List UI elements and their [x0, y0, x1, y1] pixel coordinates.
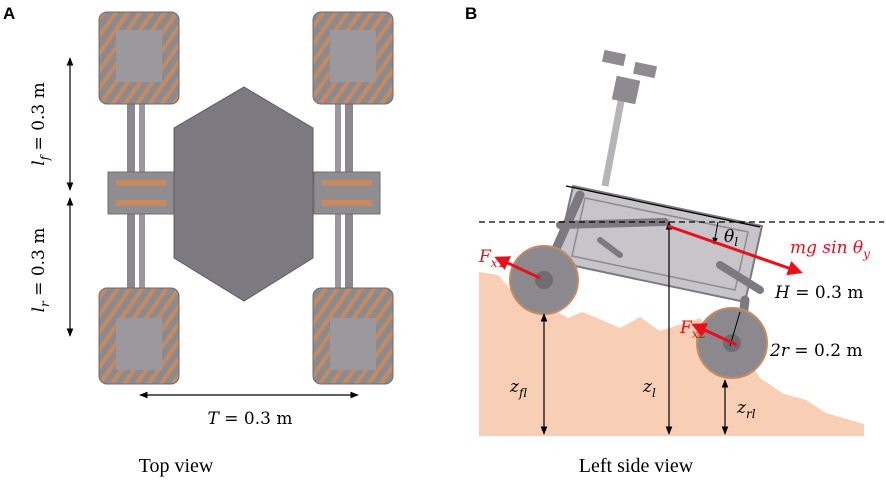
panel-b-letter: B: [465, 4, 477, 23]
theta-arrow: [712, 221, 719, 245]
track-label: T = 0.3 m: [208, 409, 293, 429]
wheel-rear-right: [312, 287, 394, 385]
wheel-front-right: [312, 11, 394, 105]
panel-a: A: [3, 4, 394, 477]
gravity-force-arrow: [667, 224, 803, 276]
chassis-body: [173, 86, 314, 302]
panel-a-letter: A: [3, 4, 15, 23]
rear-force-label: Fx2: [679, 318, 706, 341]
zl-label: zl: [642, 377, 656, 400]
lr-label: lr = 0.3 m: [29, 228, 52, 313]
panel-b: B: [465, 4, 884, 477]
wheel-front-left: [98, 11, 180, 105]
panel-a-caption: Top view: [139, 455, 214, 477]
svg-text:lr = 0.3 m: lr = 0.3 m: [29, 228, 52, 313]
theta-label: θl: [724, 227, 738, 249]
panel-b-caption: Left side view: [579, 455, 694, 477]
height-label: H = 0.3 m: [774, 283, 863, 303]
front-force-arrow: [494, 256, 541, 280]
body-tilt-line: [565, 185, 761, 228]
lf-label: lf = 0.3 m: [29, 82, 52, 166]
front-force-label: Fx1: [478, 247, 505, 270]
wheel-rear-left: [98, 287, 180, 385]
side-wheel-front: [509, 245, 579, 315]
gravity-force-label: mg sin θy: [790, 238, 870, 261]
diameter-label: 2r = 0.2 m: [769, 341, 863, 361]
rear-force-arrow: [691, 323, 738, 347]
camera-mast: [601, 49, 658, 187]
zfl-label: zfl: [509, 377, 527, 400]
svg-text:lf = 0.3 m: lf = 0.3 m: [29, 82, 52, 166]
zrl-label: zrl: [736, 398, 756, 421]
